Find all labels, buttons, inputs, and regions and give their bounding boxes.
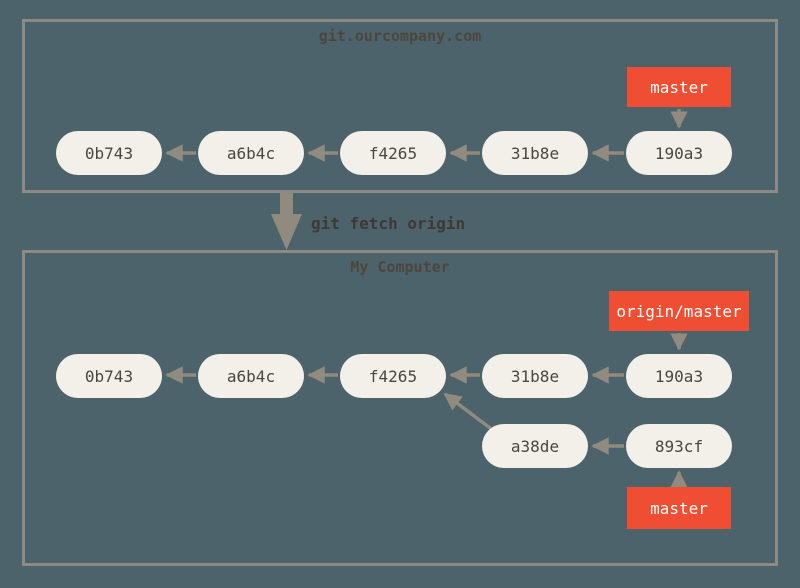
remote-repo-title: git.ourcompany.com bbox=[318, 27, 482, 45]
local-commit-node-f4265: f4265 bbox=[340, 354, 446, 398]
remote-commit-node-31b8e: 31b8e bbox=[482, 131, 588, 175]
git-fetch-command-label: git fetch origin bbox=[311, 214, 466, 233]
local-master-branch-label: master bbox=[627, 487, 731, 529]
remote-commit-node-190a3: 190a3 bbox=[626, 131, 732, 175]
remote-commit-node-a6b4c: a6b4c bbox=[198, 131, 304, 175]
commit-arrow-local-a38de-f4265 bbox=[443, 392, 496, 433]
remote-repo-box bbox=[22, 19, 778, 193]
local-commit-node-a6b4c: a6b4c bbox=[198, 354, 304, 398]
local-origin-master-branch-label: origin/master bbox=[609, 291, 749, 331]
local-commit-node-190a3: 190a3 bbox=[626, 354, 732, 398]
remote-commit-node-0b743: 0b743 bbox=[56, 131, 162, 175]
fetch-arrow bbox=[271, 192, 302, 250]
local-commit-node-a38de: a38de bbox=[482, 424, 588, 468]
local-commit-node-0b743: 0b743 bbox=[56, 354, 162, 398]
local-commit-node-31b8e: 31b8e bbox=[482, 354, 588, 398]
local-commit-node-893cf: 893cf bbox=[626, 424, 732, 468]
local-repo-title: My Computer bbox=[350, 258, 450, 276]
local-repo-box bbox=[22, 250, 778, 566]
remote-master-branch-label: master bbox=[627, 67, 731, 107]
remote-commit-node-f4265: f4265 bbox=[340, 131, 446, 175]
